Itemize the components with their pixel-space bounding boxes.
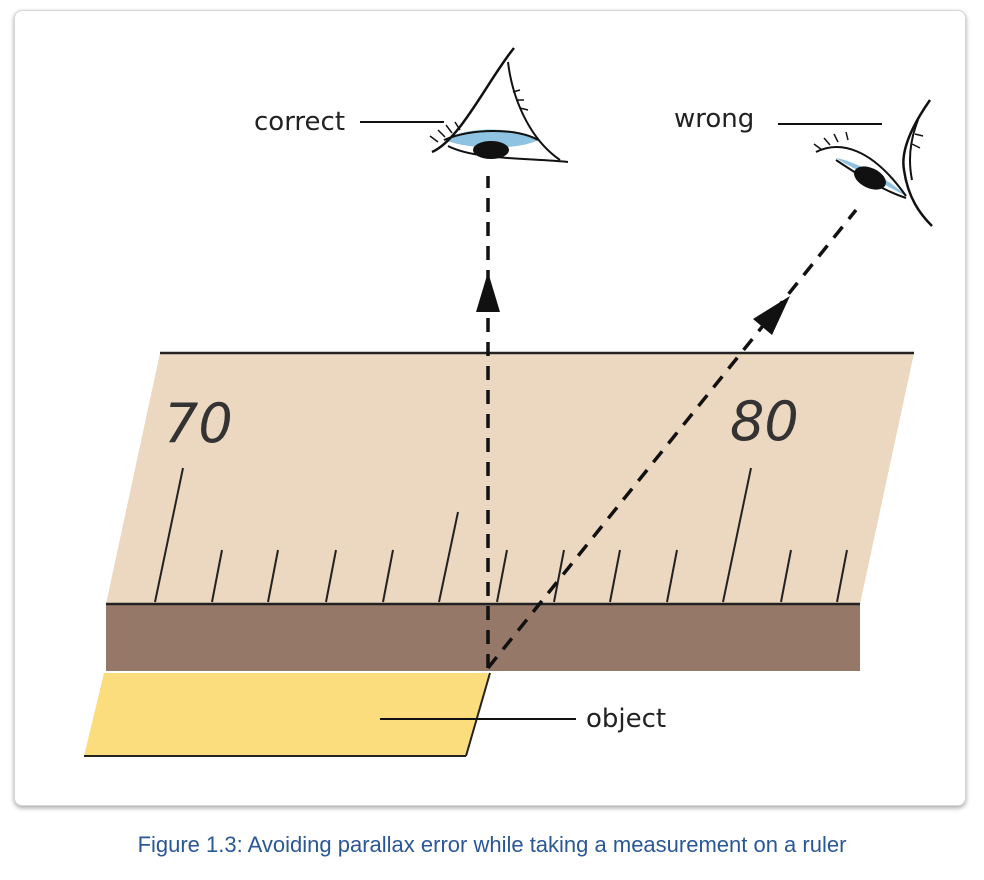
ruler-edge — [106, 604, 860, 671]
correct-label: correct — [254, 107, 345, 137]
wrong-sight-line — [486, 208, 858, 670]
tick-minor — [496, 549, 508, 603]
tick-minor — [780, 549, 792, 603]
tick-minor — [267, 549, 279, 603]
ruler-ticks — [154, 467, 848, 603]
tick-minor — [382, 549, 394, 603]
tick-70 — [154, 467, 184, 603]
tick-minor — [666, 549, 678, 603]
tick-minor — [553, 549, 565, 603]
arrow-diagonal-icon — [753, 296, 790, 335]
figure-caption: Figure 1.3: Avoiding parallax error whil… — [137, 832, 847, 857]
eye-icon-correct — [429, 47, 569, 163]
eye-icon-wrong — [813, 99, 933, 227]
ruler-face — [106, 353, 914, 604]
tick-minor — [325, 549, 337, 603]
tick-75 — [438, 511, 459, 603]
scale-number-70: 70 — [164, 392, 233, 455]
arrow-up-icon — [476, 272, 500, 312]
tick-80 — [722, 467, 752, 603]
scale-number-80: 80 — [730, 390, 799, 453]
object-label: object — [586, 704, 666, 734]
tick-minor — [836, 549, 848, 603]
tick-minor — [609, 549, 621, 603]
tick-minor — [211, 549, 223, 603]
object-block — [84, 673, 490, 756]
wrong-label: wrong — [674, 104, 754, 134]
